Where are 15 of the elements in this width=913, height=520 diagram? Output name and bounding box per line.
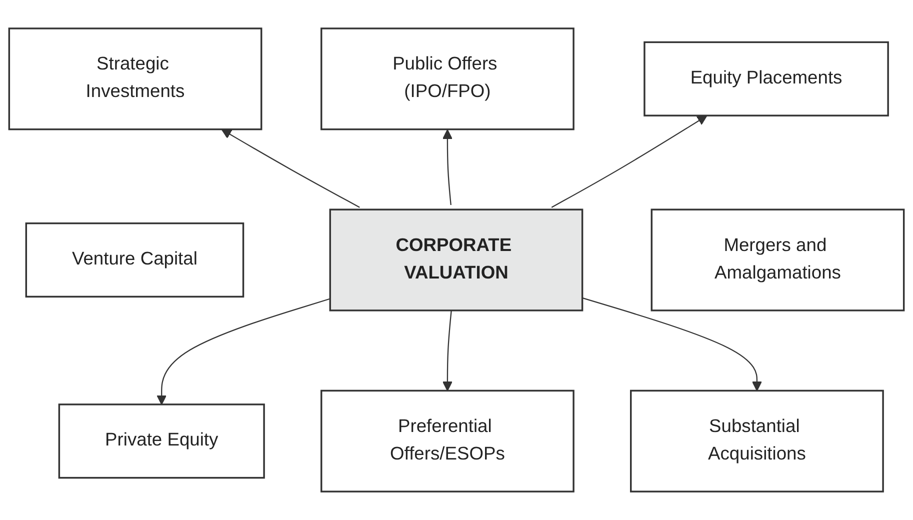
node-box: Equity Placements [644,41,889,116]
arrow [442,129,452,206]
arrow [221,129,360,208]
node-box: Mergers and Amalgamations [650,208,905,312]
node-box: Preferential Offers/ESOPs [320,390,574,492]
node-box: Strategic Investments [8,28,262,130]
node-box: Venture Capital [25,222,244,298]
arrow [442,310,452,392]
node-box: Substantial Acquisitions [630,390,884,492]
arrow [156,298,330,405]
node-box: CORPORATE VALUATION [329,208,584,312]
node-box: Private Equity [58,404,265,479]
arrow [582,297,762,392]
node-box: Public Offers (IPO/FPO) [320,28,574,130]
arrow [551,115,708,208]
